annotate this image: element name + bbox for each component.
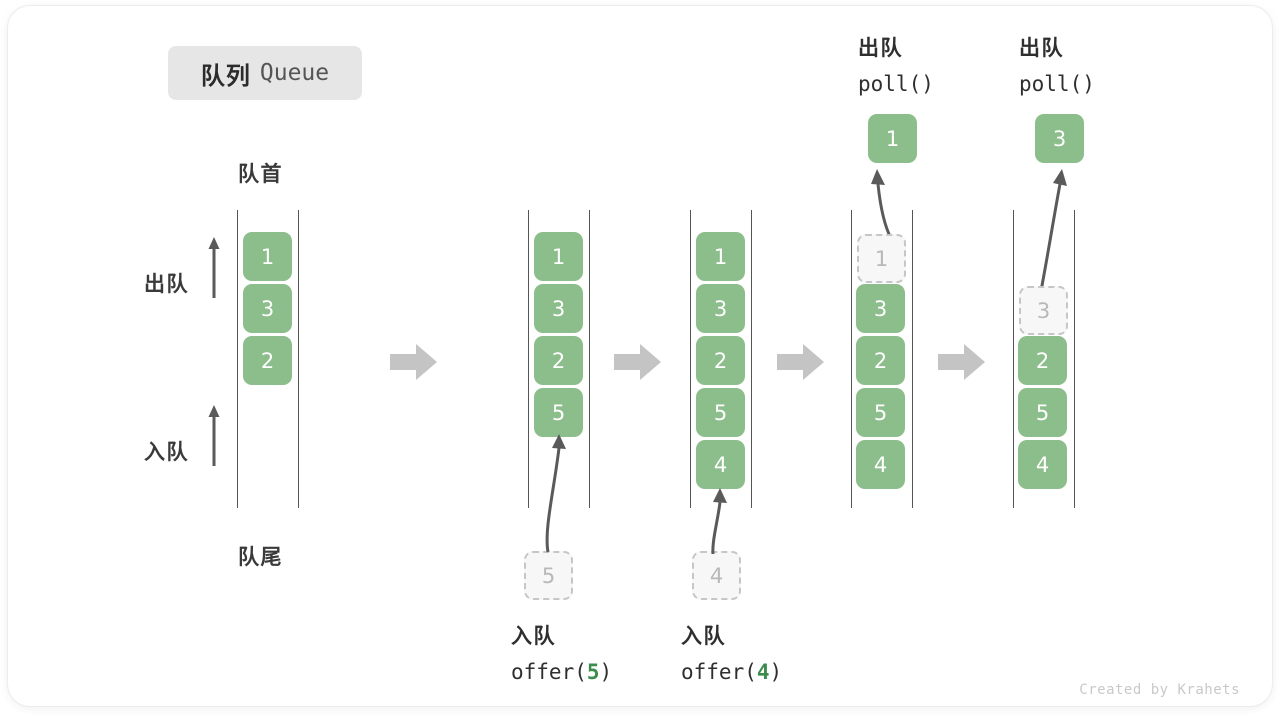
operation-fn-name: offer( xyxy=(681,660,757,684)
queue-item: 1 xyxy=(696,232,745,281)
step-arrow-icon xyxy=(777,344,824,380)
operation-cn-label: 出队 xyxy=(1019,36,1064,60)
queue-item: 2 xyxy=(1018,336,1067,385)
queue-head-label: 队首 xyxy=(238,162,283,186)
operation-fn-close: ) xyxy=(599,660,613,684)
operation-code-label: offer(5) xyxy=(511,654,612,690)
operation-caption-offer-4: 入队 offer(4) xyxy=(681,618,782,690)
step-arrow-icon xyxy=(390,344,437,380)
operation-fn-close: ) xyxy=(769,660,783,684)
operation-cn-label: 入队 xyxy=(681,624,726,648)
queue-rail-right-4 xyxy=(912,210,913,508)
queue-item: 2 xyxy=(534,336,583,385)
queue-tail-label: 队尾 xyxy=(238,545,283,569)
queue-item: 1 xyxy=(243,232,292,281)
queue-rail-right-2 xyxy=(589,210,590,508)
operation-fn-arg: 4 xyxy=(756,660,770,684)
queue-rail-left-4 xyxy=(851,210,852,508)
queue-rail-right-3 xyxy=(751,210,752,508)
queue-item: 2 xyxy=(696,336,745,385)
dequeue-motion-arrow-icon xyxy=(1038,169,1067,297)
operation-code-label: offer(4) xyxy=(681,654,782,690)
queue-item: 3 xyxy=(243,284,292,333)
queue-ghost-item-removed: 1 xyxy=(857,234,906,283)
enqueue-motion-arrow-icon xyxy=(545,434,566,553)
diagram-title-chip: 队列 Queue xyxy=(168,46,362,100)
queue-item: 4 xyxy=(1018,440,1067,489)
queue-item-new: 5 xyxy=(534,388,583,437)
queue-item: 2 xyxy=(243,336,292,385)
queue-item: 3 xyxy=(534,284,583,333)
diagram-card: 队列 Queue 队首 队尾 出队 入队 1 3 2 1 3 2 5 xyxy=(8,6,1272,706)
dequeue-direction-arrow-icon xyxy=(208,237,220,298)
step-arrow-icon xyxy=(938,344,985,380)
queue-ghost-item-removed: 3 xyxy=(1019,286,1068,335)
queue-item-new: 4 xyxy=(696,440,745,489)
queue-ghost-item-incoming: 4 xyxy=(692,551,741,600)
queue-popped-item: 3 xyxy=(1035,114,1084,163)
operation-caption-offer-5: 入队 offer(5) xyxy=(511,618,612,690)
step-arrow-icon xyxy=(614,344,661,380)
operation-fn-name: offer( xyxy=(511,660,587,684)
queue-item: 3 xyxy=(856,284,905,333)
enqueue-direction-label: 入队 xyxy=(144,440,189,464)
queue-rail-left-5 xyxy=(1013,210,1014,508)
queue-item: 5 xyxy=(696,388,745,437)
queue-item: 5 xyxy=(856,388,905,437)
queue-rail-left-3 xyxy=(690,210,691,508)
operation-fn-arg: 5 xyxy=(586,660,600,684)
queue-rail-left-1 xyxy=(237,210,238,508)
credit-label: Created by Krahets xyxy=(1079,682,1240,698)
operation-code-label: poll() xyxy=(1019,72,1095,96)
queue-rail-left-2 xyxy=(528,210,529,508)
operation-cn-label: 出队 xyxy=(858,36,903,60)
queue-rail-right-5 xyxy=(1074,210,1075,508)
operation-cn-label: 入队 xyxy=(511,624,556,648)
queue-ghost-item-incoming: 5 xyxy=(524,551,573,600)
enqueue-direction-arrow-icon xyxy=(208,405,220,466)
queue-item: 4 xyxy=(856,440,905,489)
queue-rail-right-1 xyxy=(298,210,299,508)
diagram-stage: 队列 Queue 队首 队尾 出队 入队 1 3 2 1 3 2 5 xyxy=(8,6,1272,706)
queue-item: 3 xyxy=(696,284,745,333)
title-cn: 队列 xyxy=(200,61,251,90)
dequeue-direction-label: 出队 xyxy=(144,272,189,296)
operation-caption-poll-1: 出队 poll() xyxy=(858,30,934,102)
operation-code-label: poll() xyxy=(858,72,934,96)
enqueue-motion-arrow-icon xyxy=(711,488,727,555)
queue-item: 1 xyxy=(534,232,583,281)
operation-caption-poll-3: 出队 poll() xyxy=(1019,30,1095,102)
title-en: Queue xyxy=(259,60,330,86)
queue-item: 5 xyxy=(1018,388,1067,437)
queue-item: 2 xyxy=(856,336,905,385)
queue-popped-item: 1 xyxy=(868,114,917,163)
